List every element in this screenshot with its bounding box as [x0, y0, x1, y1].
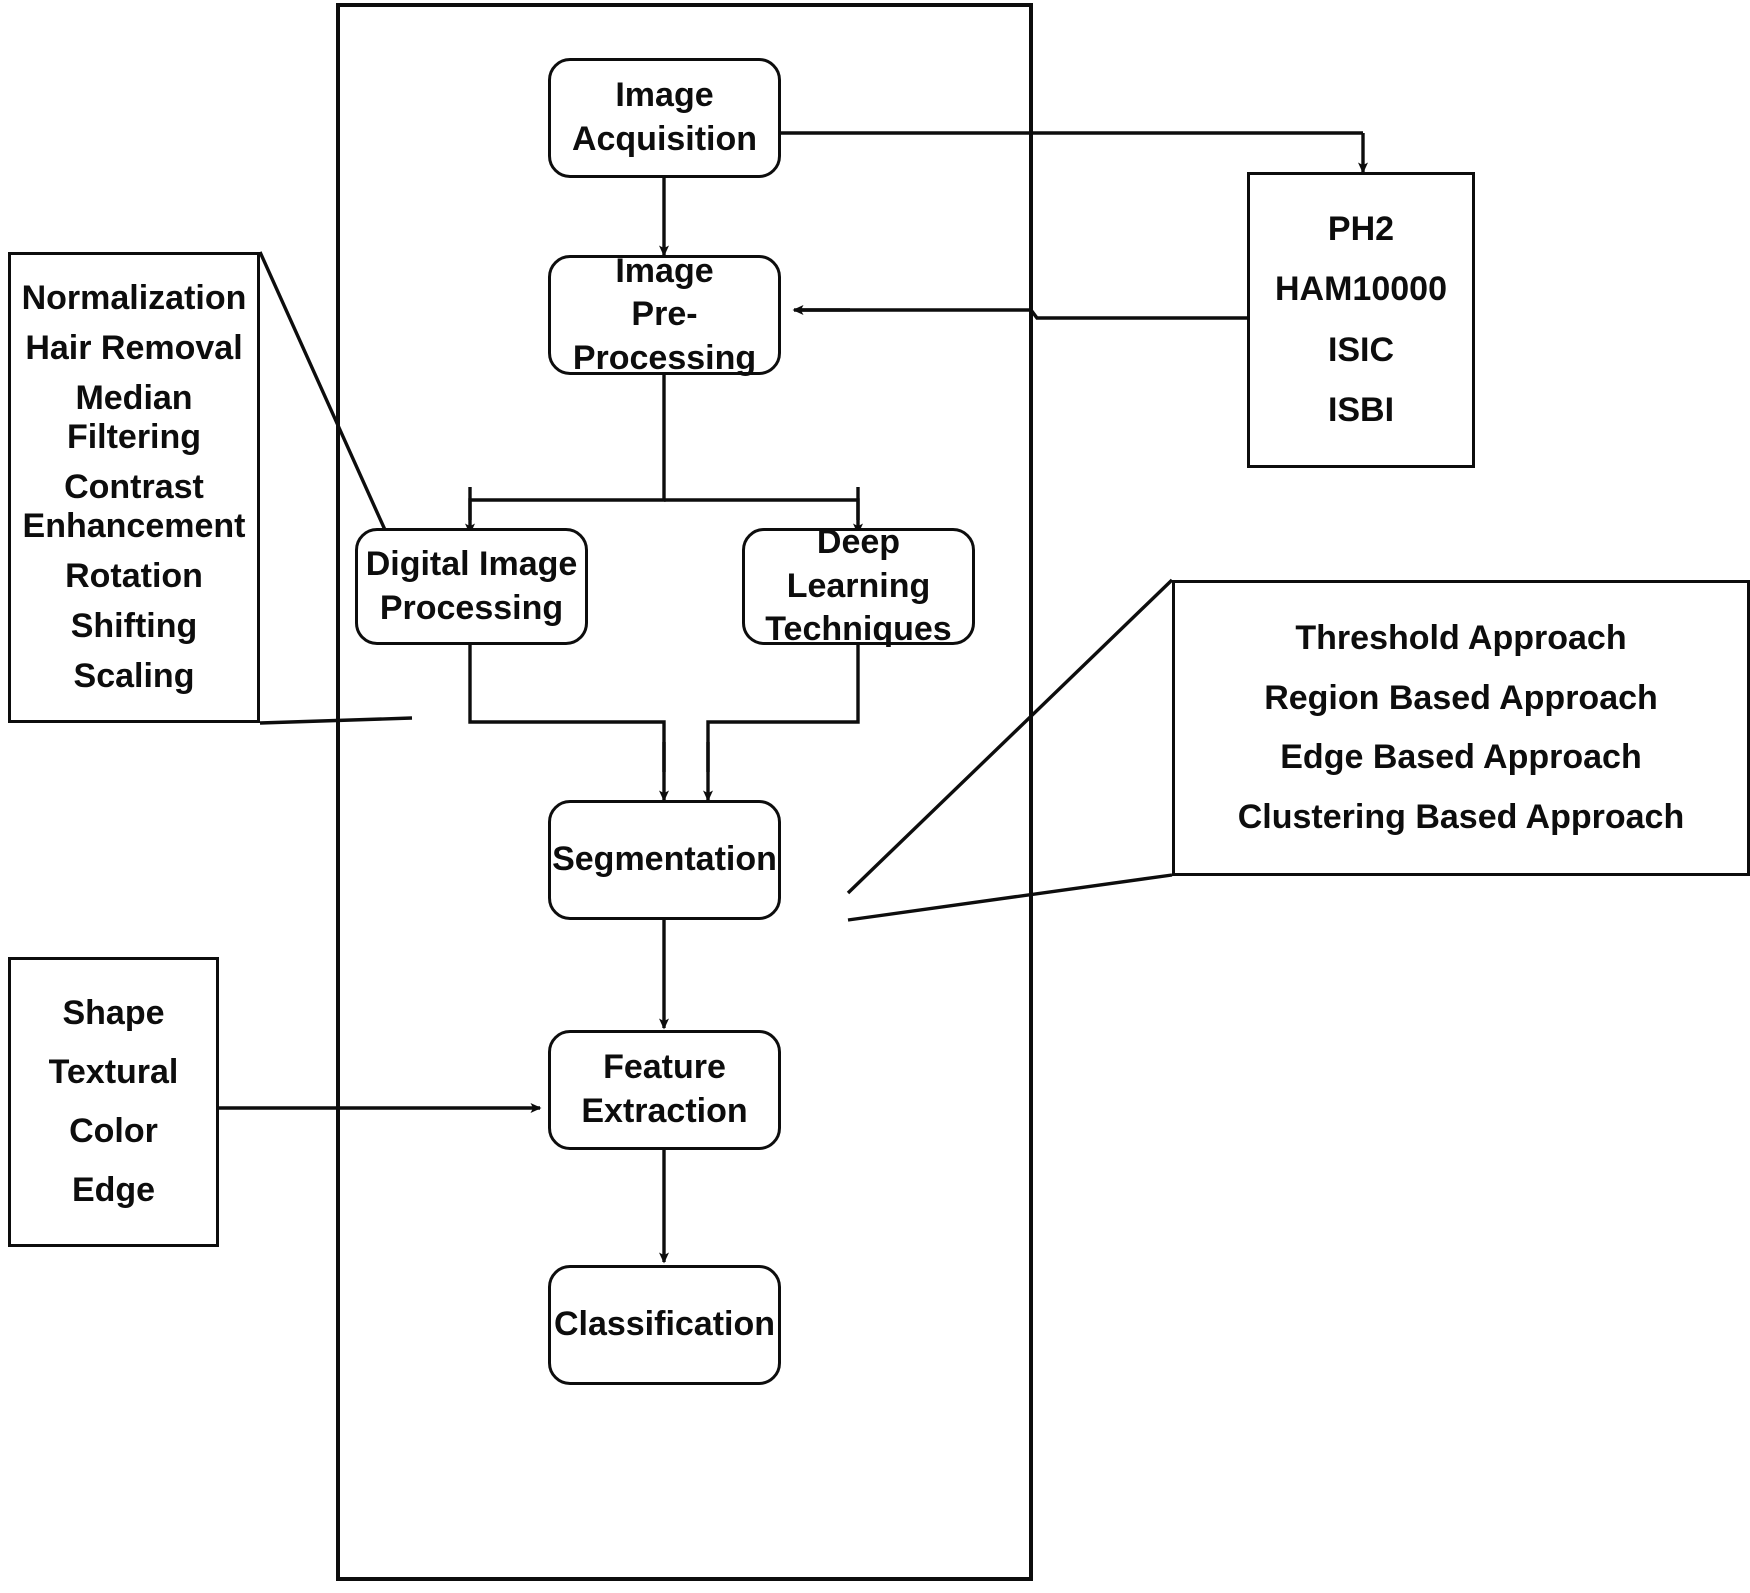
node-image-preprocessing[interactable]: Image Pre-Processing [548, 251, 781, 377]
panel-item-isbi: ISBI [1327, 391, 1395, 430]
node-label-line1: Deep Learning [786, 523, 931, 605]
node-image-acquisition[interactable]: Image Acquisition [548, 58, 781, 178]
panel-item-region-based-approach: Region Based Approach [1264, 678, 1658, 717]
node-label-line1: Image [615, 251, 714, 290]
panel-item-textural: Textural [48, 1053, 179, 1091]
node-label-line1: Digital Image [365, 544, 578, 583]
panel-item-shape: Shape [62, 994, 165, 1032]
panel-item-clustering-based-approach: Clustering Based Approach [1237, 797, 1685, 836]
panel-item-ham10000: HAM10000 [1275, 270, 1447, 309]
node-label-line1: Image [615, 76, 714, 115]
panel-item-median-filtering: Median Filtering [66, 378, 202, 456]
panel-item-ph2: PH2 [1327, 209, 1395, 248]
node-feature-extraction[interactable]: Feature Extraction [548, 1030, 781, 1150]
segmentation-approaches-panel[interactable]: Threshold Approach Region Based Approach… [1172, 580, 1750, 876]
panel-item-threshold-approach: Threshold Approach [1295, 619, 1627, 658]
node-digital-image-processing[interactable]: Digital Image Processing [355, 528, 588, 645]
panel-item-edge: Edge [71, 1171, 156, 1209]
preprocessing-techniques-panel[interactable]: Normalization Hair Removal Median Filter… [8, 252, 260, 723]
panel-item-line1: Contrast [64, 467, 204, 506]
edge-datasets-to-preprocessing [800, 308, 1247, 320]
node-label: Segmentation [552, 840, 777, 879]
node-label-line2: Extraction [581, 1092, 748, 1130]
panel-item-normalization: Normalization [21, 278, 247, 317]
callout-segmentation-top [846, 578, 1174, 895]
panel-item-shifting: Shifting [70, 607, 198, 646]
panel-item-contrast-enhancement: Contrast Enhancement [17, 468, 251, 546]
node-label-line2: Processing [379, 588, 564, 627]
node-label-line2: Acquisition [571, 120, 758, 158]
panel-item-rotation: Rotation [65, 557, 203, 596]
datasets-panel[interactable]: PH2 HAM10000 ISIC ISBI [1247, 172, 1475, 468]
node-label-line2: Pre-Processing [572, 295, 757, 377]
node-deep-learning-techniques[interactable]: Deep Learning Techniques [742, 523, 975, 649]
panel-item-hair-removal: Hair Removal [25, 328, 243, 367]
panel-item-line2: Enhancement [22, 506, 246, 545]
node-label-line1: Feature [603, 1048, 726, 1087]
pipeline-container-frame [336, 3, 1033, 1581]
callout-segmentation-bottom [847, 873, 1173, 922]
node-label: Classification [553, 1305, 776, 1344]
feature-types-panel[interactable]: Shape Textural Color Edge [8, 957, 219, 1247]
panel-item-scaling: Scaling [73, 657, 195, 696]
node-classification[interactable]: Classification [548, 1265, 781, 1385]
panel-item-isic: ISIC [1327, 330, 1395, 369]
node-label-line2: Techniques [765, 610, 952, 649]
node-segmentation[interactable]: Segmentation [548, 800, 781, 920]
panel-item-color: Color [69, 1112, 158, 1150]
panel-item-edge-based-approach: Edge Based Approach [1280, 738, 1642, 777]
